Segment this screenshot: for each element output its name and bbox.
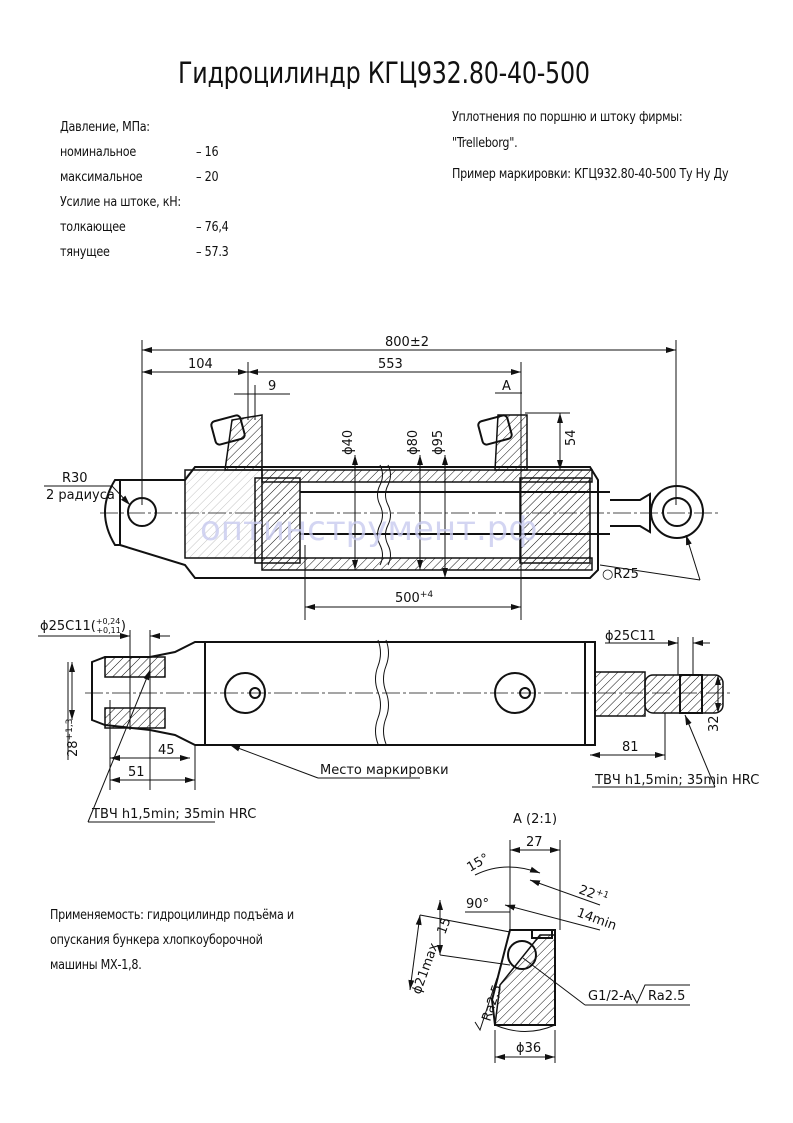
dim-r30: R30: [62, 471, 88, 486]
drawing-line: [439, 954, 511, 966]
drawing-line: [474, 977, 498, 1032]
drawing-line: [127, 497, 157, 527]
dim-28: 28+1,3: [65, 719, 81, 757]
drawing-line: [375, 639, 381, 745]
drawing-line: [519, 687, 531, 699]
dim-phi95: ϕ95: [431, 430, 446, 455]
drawing-line: [531, 929, 553, 939]
drawing-line: [529, 879, 601, 906]
dim-22: 22+1: [577, 882, 611, 907]
watermark: оптинструмент.рф: [200, 509, 537, 549]
detail-a: A (2:1) 27 15° 22+1 90° 14min 15 ϕ21max …: [408, 812, 690, 1063]
drawing-line: [419, 914, 511, 933]
seals-brand: "Trelleborg".: [452, 136, 518, 151]
hardening-note-right: ТВЧ h1,5min; 35min HRC: [594, 773, 759, 788]
drawing-line: [494, 934, 556, 1026]
hardening-note-left: ТВЧ h1,5min; 35min HRC: [91, 807, 256, 822]
drawing-line: [254, 477, 301, 564]
drawing-line: [229, 744, 319, 779]
drawing-line: [104, 479, 121, 546]
r30-note: 2 радиуса: [46, 488, 115, 503]
dim-right-bore: ϕ25C11: [605, 629, 656, 644]
drawing-line: [377, 464, 383, 566]
drawing-line: [494, 672, 536, 714]
dim-45: 45: [158, 743, 175, 758]
drawing-line: [494, 1024, 556, 1032]
main-section-view: 800±2 104 553 9 A 54: [44, 335, 720, 620]
dim-r25: ○R25: [602, 567, 639, 582]
drawing-line: [87, 669, 151, 823]
drawing-line: [111, 485, 131, 506]
dim-9: 9: [268, 379, 276, 394]
spec-label: номинальное: [60, 145, 136, 160]
drawing-line: [631, 984, 690, 1005]
dim-phi36: ϕ36: [516, 1041, 541, 1056]
drawing-line: [224, 672, 266, 714]
angle-15: 15°: [465, 851, 492, 876]
roughness-right: Ra2.5: [648, 989, 685, 1004]
view-a-label: A: [502, 379, 511, 394]
seals-note: Уплотнения по поршню и штоку фирмы:: [452, 110, 683, 125]
drawing-line: [594, 671, 646, 717]
pressure-heading: Давление, МПа:: [60, 120, 150, 135]
angle-90: 90°: [466, 897, 489, 912]
spec-value: – 16: [196, 145, 219, 160]
drawing-line: [104, 707, 166, 729]
dim-51: 51: [128, 765, 145, 780]
drawing-line: [644, 674, 724, 714]
spec-value: – 57.3: [196, 245, 229, 260]
drawing-line: [408, 914, 422, 991]
spec-label: толкающее: [60, 220, 126, 235]
dim-overall-length: 800±2: [385, 335, 429, 350]
spec-label: максимальное: [60, 170, 143, 185]
application-note: машины МХ-1,8.: [50, 958, 142, 973]
dim-phi40: ϕ40: [341, 430, 356, 455]
drawing-line: [650, 485, 704, 539]
drawing-line: [507, 940, 537, 970]
drawing-line: [383, 639, 389, 745]
drawing-title: Гидроцилиндр КГЦ932.80-40-500: [178, 56, 590, 90]
drawing-line: [474, 866, 541, 876]
spec-label: тянущее: [60, 245, 110, 260]
spec-value: – 76,4: [196, 220, 229, 235]
drawing-line: [249, 687, 261, 699]
drawing-line: [385, 464, 391, 566]
drawing-line: [522, 957, 586, 1006]
drawing-line: [104, 656, 166, 678]
top-view: ϕ25C11(+0,24+0,11) 28+1,3 45 51 Место ма…: [38, 617, 759, 823]
force-heading: Усилие на штоке, кН:: [60, 195, 181, 210]
drawing-line: [684, 714, 716, 788]
drawing-line: [261, 469, 593, 483]
dim-54: 54: [564, 429, 579, 446]
dim-81: 81: [622, 740, 639, 755]
drawing-line: [599, 564, 701, 581]
dim-left-bore: ϕ25C11(+0,24+0,11): [40, 617, 126, 635]
marking-place-label: Место маркировки: [320, 763, 449, 778]
drawing-line: [679, 674, 703, 714]
dim-stroke: 500+4: [395, 590, 433, 606]
drawing-line: [685, 534, 701, 581]
drawing-line: [477, 414, 513, 446]
drawing-line: [610, 492, 651, 534]
dim-553: 553: [378, 357, 403, 372]
spec-value: – 20: [196, 170, 219, 185]
drawing-line: [261, 557, 593, 571]
drawing-line: [210, 414, 246, 446]
drawing-line: [494, 414, 528, 471]
dim-32: 32: [707, 715, 722, 732]
detail-a-title: A (2:1): [513, 812, 557, 827]
thread-spec: G1/2-A: [588, 989, 632, 1004]
dim-27: 27: [526, 835, 543, 850]
drawing-line: [504, 904, 601, 931]
application-note: Применяемость: гидроцилиндр подъёма и: [50, 908, 294, 923]
marking-example: Пример маркировки: КГЦ932.80-40-500 Ту Н…: [452, 167, 729, 182]
dim-phi80: ϕ80: [406, 430, 421, 455]
dim-phi21max: ϕ21max: [410, 941, 442, 997]
application-note: опускания бункера хлопкоуборочной: [50, 933, 263, 948]
drawing-line: [662, 497, 692, 527]
dim-104: 104: [188, 357, 213, 372]
